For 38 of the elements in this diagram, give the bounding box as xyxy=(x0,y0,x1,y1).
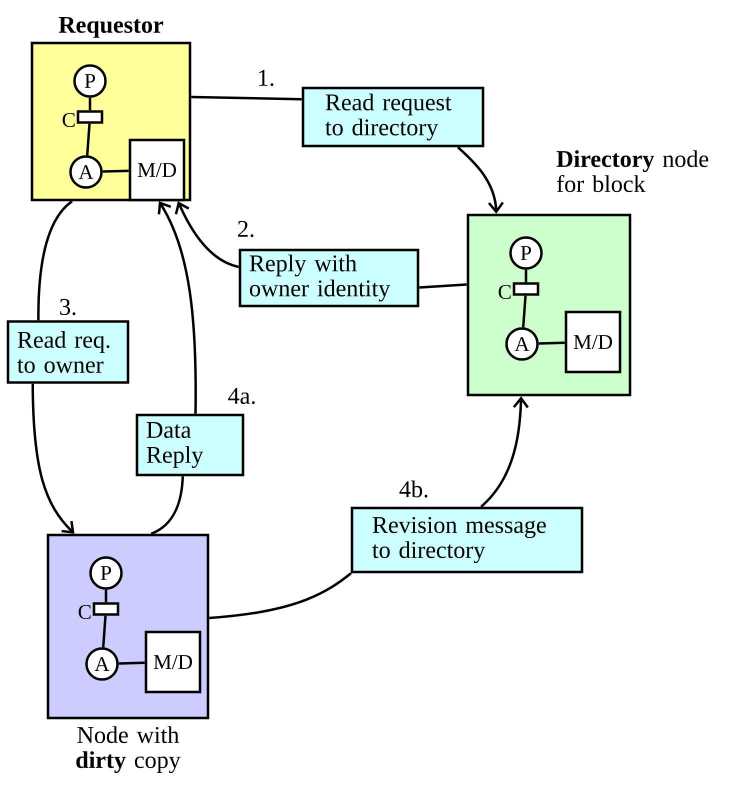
connector-line xyxy=(209,572,352,620)
node-heading: Requestor xyxy=(58,16,164,38)
connector-line xyxy=(538,342,565,345)
step-number: 4a. xyxy=(228,388,255,404)
connector-line xyxy=(191,96,302,100)
connector-line xyxy=(419,283,467,289)
step-number: 4b. xyxy=(399,480,428,498)
node-heading: Node with dirty copy xyxy=(76,726,181,774)
connector-line xyxy=(118,662,145,665)
arrow xyxy=(480,396,529,508)
connector-line xyxy=(37,200,73,320)
node-heading: Directory node for block xyxy=(556,150,708,192)
message-box: Revision message to directory xyxy=(350,506,584,574)
cache-label: C xyxy=(62,112,75,128)
memory-box: M/D xyxy=(564,310,622,374)
arrow xyxy=(174,201,240,268)
arrow xyxy=(158,201,197,414)
connector-line xyxy=(102,616,107,648)
message-box: Read request to directory xyxy=(302,86,484,148)
connector-line xyxy=(104,590,108,602)
arrow xyxy=(457,146,504,214)
connector-line xyxy=(522,296,527,328)
cache-label: C xyxy=(78,604,91,620)
step-number: 1. xyxy=(259,70,274,86)
connector-line xyxy=(150,476,184,535)
memory-box: M/D xyxy=(128,138,186,202)
connector-line xyxy=(86,124,91,156)
cache-label: C xyxy=(498,284,511,300)
memory-box: M/D xyxy=(144,630,202,694)
step-number: 3. xyxy=(60,298,76,316)
message-box: Read req. to owner xyxy=(6,320,130,384)
message-box: Data Reply xyxy=(136,414,244,476)
connector-line xyxy=(524,270,528,282)
message-box: Reply with owner identity xyxy=(238,248,420,308)
step-number: 2. xyxy=(238,220,254,238)
connector-line xyxy=(102,170,129,173)
arrow xyxy=(31,384,74,534)
connector-line xyxy=(88,98,92,110)
